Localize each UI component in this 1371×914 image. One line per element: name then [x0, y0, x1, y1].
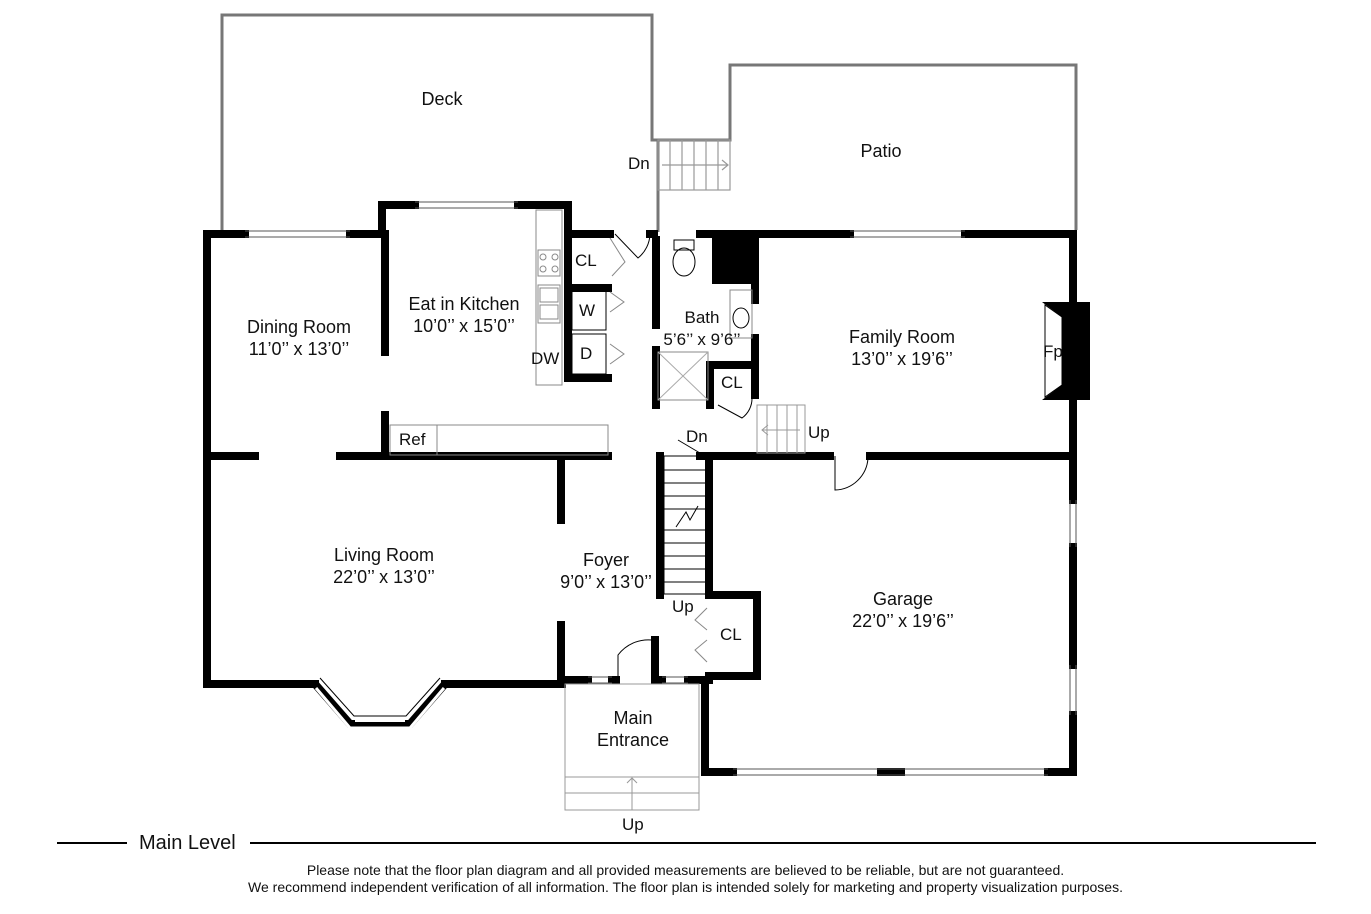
bath-size: 5’6’’ x 9’6’’ — [663, 330, 741, 349]
kitchen-counter — [535, 209, 563, 386]
dishwasher-label: DW — [531, 349, 560, 368]
garage-size: 22’0’’ x 19’6’’ — [852, 611, 954, 631]
kitchen-size: 10’0’’ x 15’0’’ — [413, 316, 515, 336]
fireplace-label: Fp — [1043, 342, 1063, 361]
foyer-size: 9’0’’ x 13’0’’ — [560, 572, 652, 592]
foyer-stairs — [663, 455, 707, 595]
main-entrance-line1: Main — [613, 708, 653, 728]
garage-name: Garage — [872, 589, 934, 609]
fireplace — [1042, 302, 1090, 400]
family-room-name: Family Room — [848, 327, 956, 347]
family-stairs — [756, 404, 806, 454]
washer-label: W — [579, 301, 596, 320]
foyer-label: Foyer 9’0’’ x 13’0’’ — [560, 549, 652, 593]
entrance-steps-up-label: Up — [622, 815, 644, 834]
dining-room-name: Dining Room — [246, 317, 352, 337]
closet-label-foyer: CL — [720, 625, 742, 644]
chimney — [712, 234, 754, 284]
living-room-label: Living Room 22’0’’ x 13’0’’ — [333, 544, 435, 588]
living-room-size: 22’0’’ x 13’0’’ — [333, 567, 435, 587]
dining-room-size: 11’0’’ x 13’0’’ — [248, 339, 350, 359]
garage-label: Garage 22’0’’ x 19’6’’ — [852, 588, 954, 632]
deck-stairs — [657, 139, 731, 191]
deck-label: Deck — [421, 89, 463, 109]
family-stairs-up-label: Up — [808, 423, 830, 442]
kitchen-label: Eat in Kitchen 10’0’’ x 15’0’’ — [408, 293, 519, 337]
foyer-stairs-up-label: Up — [672, 597, 694, 616]
disclaimer-line-2: We recommend independent verification of… — [248, 879, 1123, 895]
kitchen-name: Eat in Kitchen — [408, 294, 520, 314]
entrance-steps — [564, 683, 700, 811]
dryer-label: D — [580, 344, 593, 363]
closet-label-bath: CL — [721, 373, 743, 392]
bath-fixtures — [657, 239, 753, 401]
main-entrance-label: Main Entrance — [597, 707, 669, 751]
patio-label: Patio — [860, 141, 902, 161]
bay-window — [311, 677, 449, 730]
laundry-units — [571, 289, 607, 375]
laundry-bifold-doors — [609, 237, 626, 365]
bath-name: Bath — [684, 308, 720, 327]
door-swings — [614, 233, 869, 680]
main-entrance-line2: Entrance — [596, 730, 670, 750]
deck-stairs-dn-label: Dn — [628, 154, 650, 173]
dining-room-label: Dining Room 11’0’’ x 13’0’’ — [247, 316, 351, 360]
bath-label: Bath 5’6’’ x 9’6’’ — [663, 307, 740, 351]
disclaimer-line-1: Please note that the floor plan diagram … — [306, 862, 1065, 878]
kitchen-island — [389, 424, 609, 456]
foyer-stairs-dn-label: Dn — [686, 427, 708, 446]
closet-label-kitchen: CL — [575, 251, 597, 270]
deck-outline — [220, 13, 1078, 232]
foyer-name: Foyer — [582, 550, 630, 570]
family-room-size: 13’0’’ x 19’6’’ — [851, 349, 953, 369]
windows — [245, 201, 1077, 776]
family-room-label: Family Room 13’0’’ x 19’6’’ — [849, 326, 955, 370]
foyer-closet-doors — [694, 607, 708, 663]
living-room-name: Living Room — [333, 545, 435, 565]
refrigerator-label: Ref — [399, 430, 426, 449]
walls — [203, 201, 1077, 776]
level-title: Main Level — [139, 832, 236, 854]
